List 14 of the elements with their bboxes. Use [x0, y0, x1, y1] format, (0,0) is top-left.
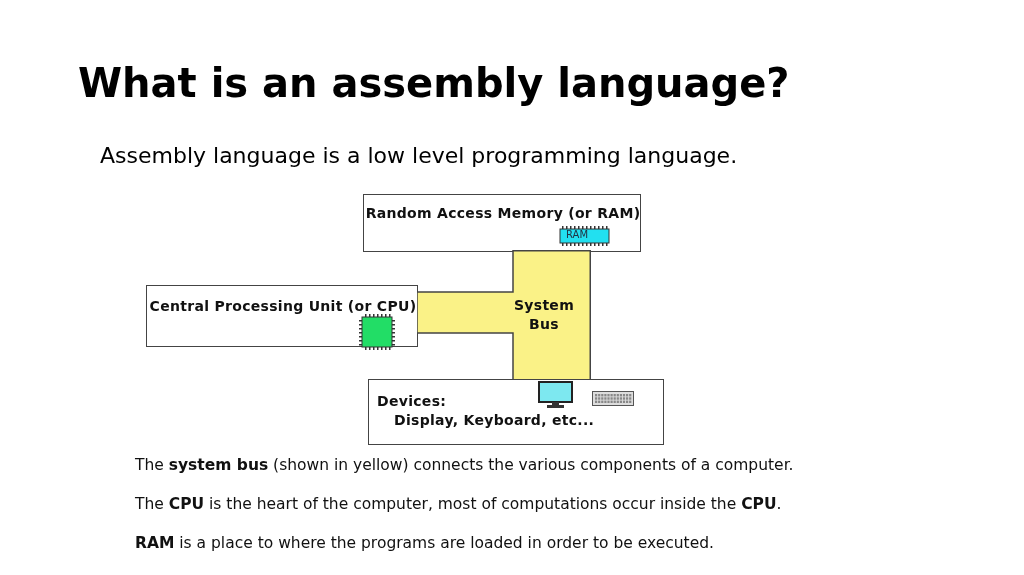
slide-title: What is an assembly language?	[78, 59, 790, 108]
bus-label: System Bus	[512, 296, 576, 334]
component-box	[368, 379, 664, 445]
component-box	[146, 285, 418, 347]
description-text: RAM is a place to where the programs are loaded in order to be executed.	[135, 534, 715, 554]
component-label: Devices:	[377, 392, 447, 411]
component-label: Random Access Memory (or RAM)	[364, 204, 642, 223]
subtitle-text: Assembly language is a low level programming language.	[100, 142, 738, 170]
component-label: Display, Keyboard, etc...	[394, 411, 595, 430]
component-label: Central Processing Unit (or CPU)	[148, 297, 418, 316]
description-text: The system bus (shown in yellow) connects the various components of a computer.	[135, 456, 795, 476]
component-box	[363, 194, 641, 252]
description-text: The CPU is the heart of the computer, most of computations occur inside the CPU.	[135, 495, 783, 515]
chip-label: RAM	[566, 229, 588, 241]
